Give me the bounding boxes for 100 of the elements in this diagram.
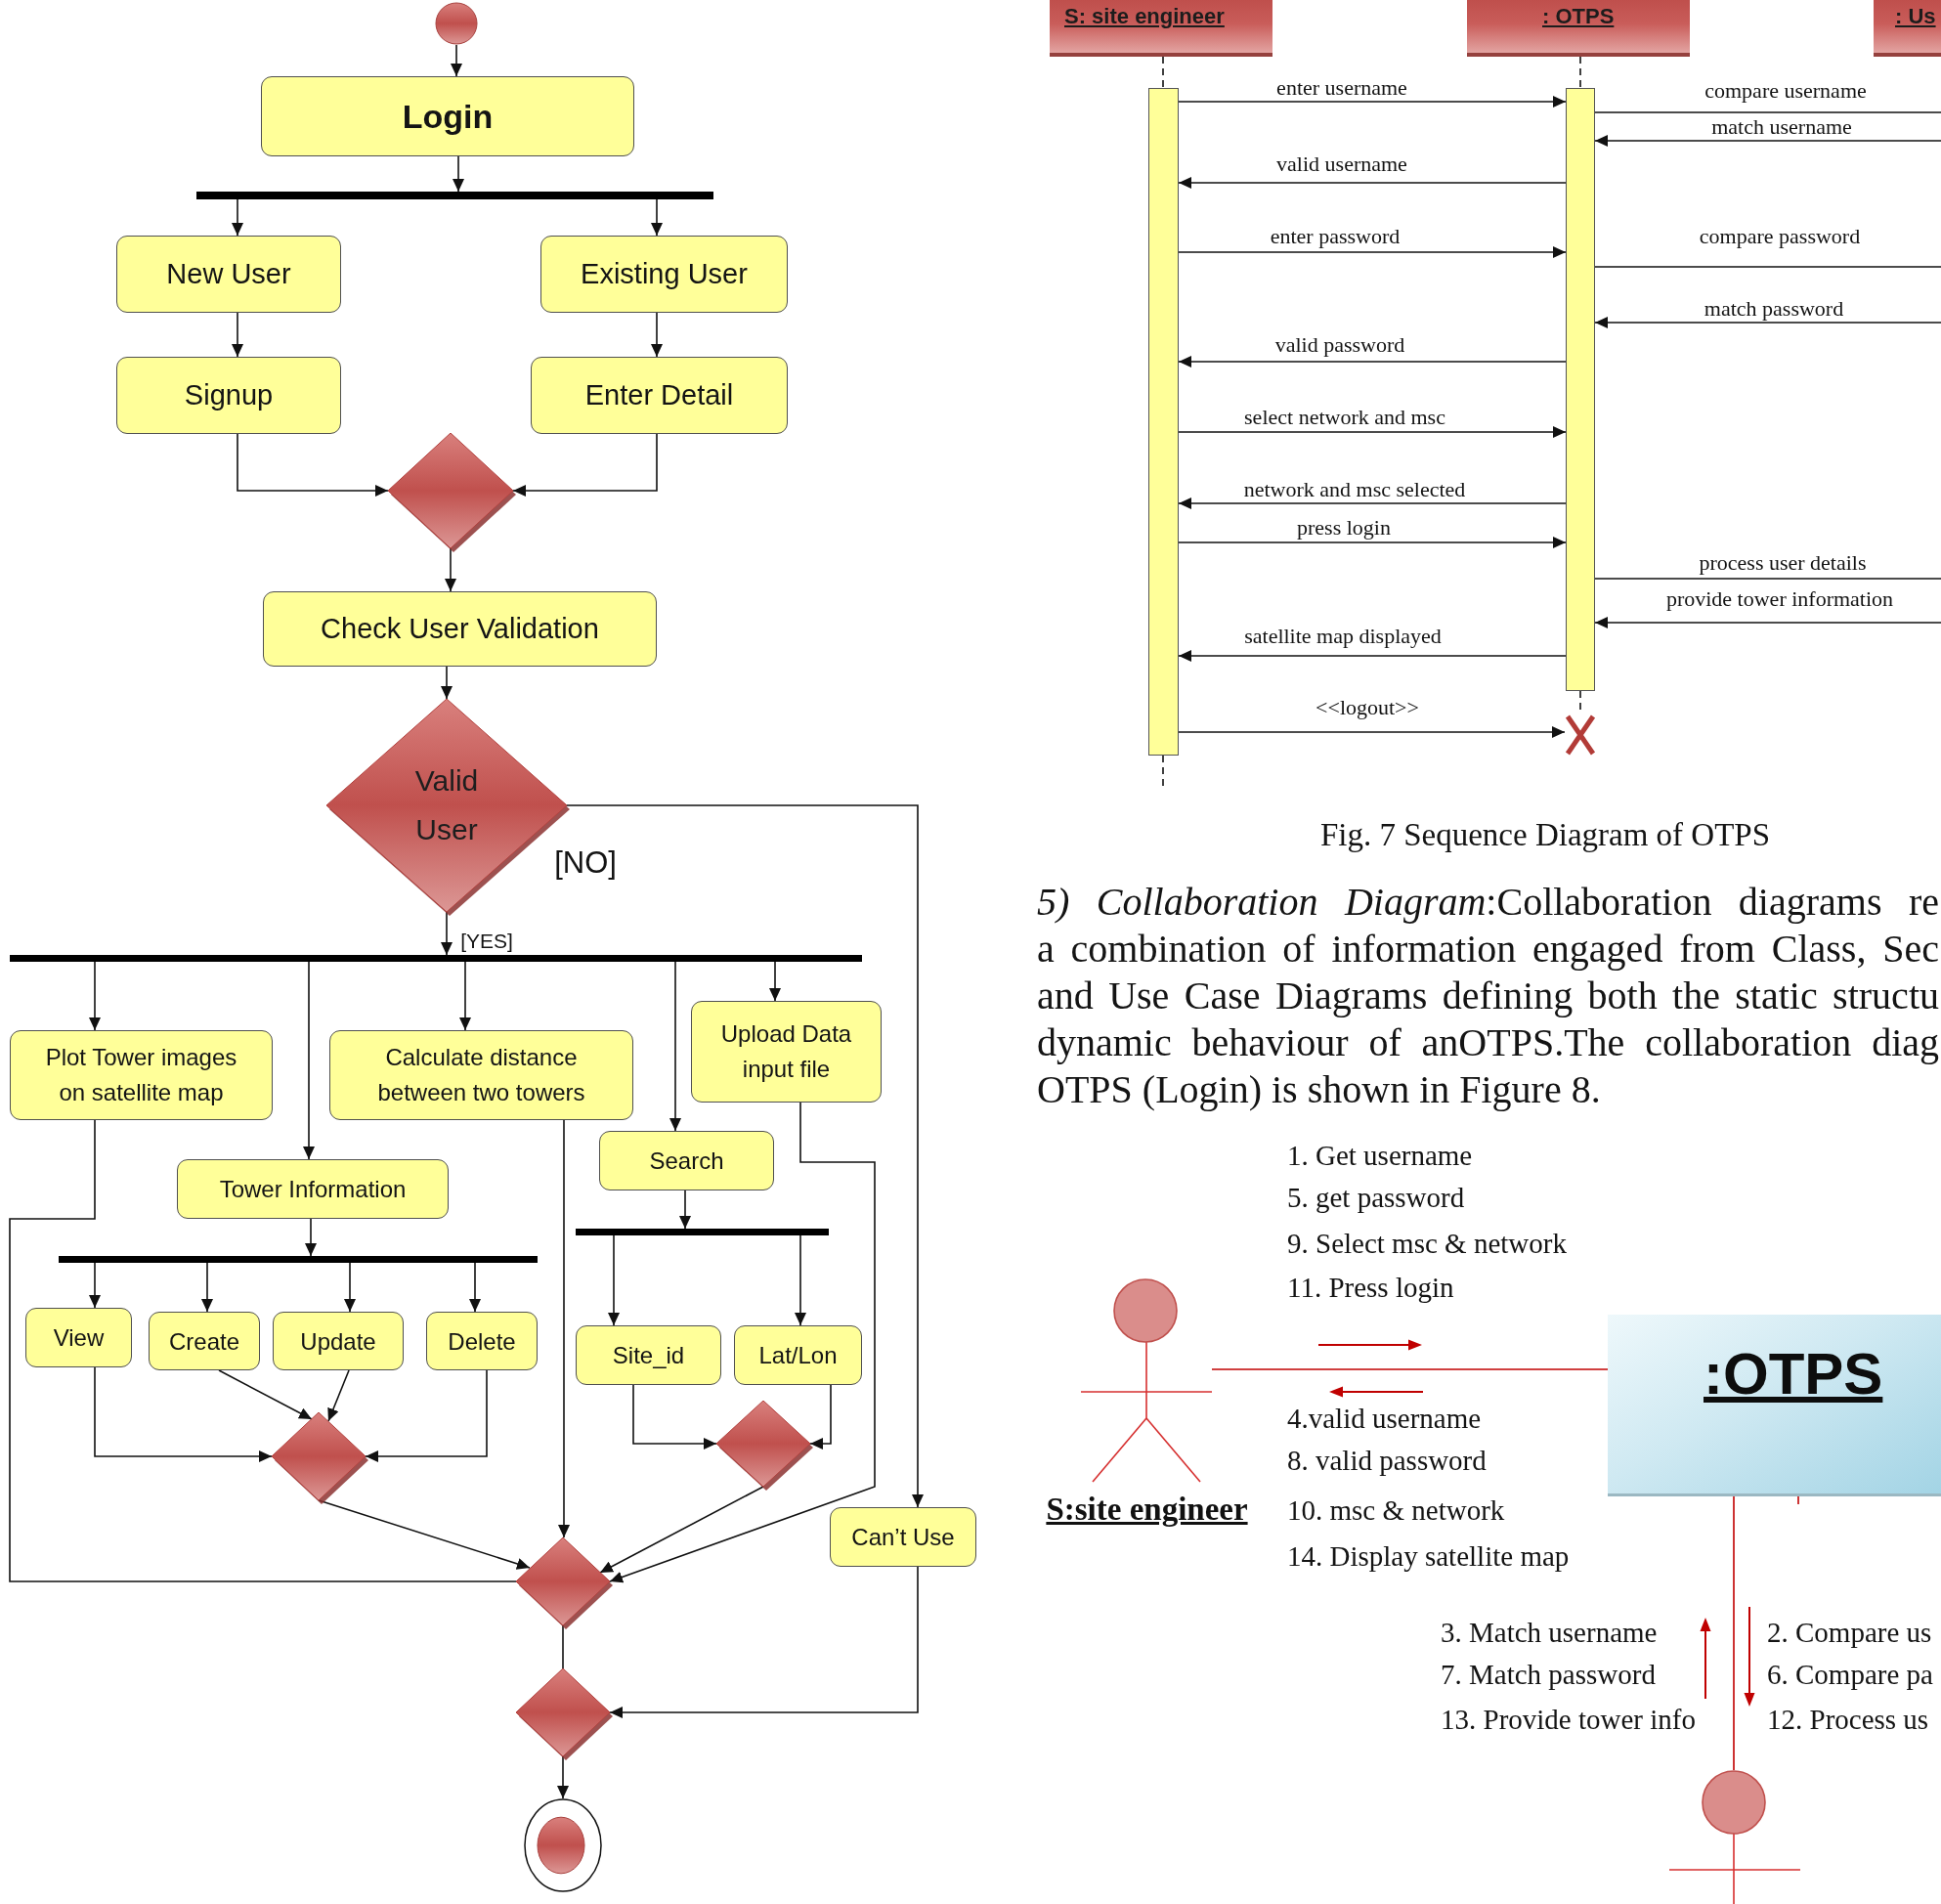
arrow (669, 961, 681, 1132)
end-node (524, 1798, 602, 1892)
message-arrow (1594, 135, 1941, 147)
arrow (365, 1369, 488, 1462)
message-line (1594, 266, 1941, 268)
arrow (303, 961, 315, 1160)
arrow (201, 1262, 213, 1313)
arrow (769, 961, 781, 1002)
message-label: 5. get password (1287, 1181, 1465, 1214)
message-label: 11. Press login (1287, 1271, 1454, 1304)
arrow (469, 1262, 481, 1313)
arrow (809, 1384, 832, 1450)
action-box: Tower Information (177, 1159, 449, 1219)
message-label: 3. Match username (1441, 1616, 1658, 1649)
arrow (608, 1234, 620, 1326)
action-box: Existing User (540, 236, 788, 313)
message-arrow (1178, 537, 1567, 548)
message-label: 10. msc & network (1287, 1493, 1505, 1527)
fork-bar (576, 1229, 829, 1235)
message-arrow (1178, 498, 1567, 509)
arrow (795, 1234, 806, 1326)
message-arrow (1178, 726, 1566, 738)
arrow (459, 961, 471, 1031)
action-box: New User (116, 236, 341, 313)
connector-line (562, 1624, 564, 1669)
arrow (232, 198, 243, 237)
message-arrow (1178, 356, 1567, 368)
link-line (1211, 1368, 1609, 1370)
message-label: 2. Compare us (1767, 1616, 1932, 1649)
fork-bar (59, 1256, 538, 1263)
arrow (327, 1369, 350, 1422)
action-box: Check User Validation (263, 591, 657, 667)
message-label: 6. Compare pa (1767, 1658, 1933, 1691)
arrow (453, 155, 464, 193)
arrow (651, 198, 663, 237)
merge-diamond (516, 1668, 614, 1760)
object-box: :OTPS (1608, 1315, 1941, 1496)
lifeline-head: S: site engineer (1050, 0, 1272, 57)
action-box: Search (599, 1131, 774, 1190)
arrow (89, 961, 101, 1031)
actor-figure (1669, 1770, 1800, 1904)
arrow (557, 1755, 569, 1799)
lifeline (1162, 56, 1164, 89)
message-label: 8. valid password (1287, 1444, 1487, 1477)
arrow (218, 1369, 313, 1420)
merge-diamond (388, 433, 517, 552)
message-arrow (1178, 246, 1567, 258)
action-box: Enter Detail (531, 357, 788, 434)
action-box: Create (149, 1312, 260, 1370)
arrow (451, 44, 462, 77)
message-line (1594, 111, 1941, 113)
message-arrow (1594, 617, 1941, 628)
arrow (89, 1262, 101, 1309)
arrow (558, 1119, 570, 1538)
message-label: 7. Match password (1441, 1658, 1656, 1691)
lifeline (1579, 56, 1581, 89)
arrow (344, 1262, 356, 1313)
arrow (441, 666, 453, 700)
paragraph: 5) Collaboration Diagram:Collaboration diagrams re a combination of information engaged from Class, Sec and Use Case Diagrams defining both the static structu dynamic behaviour of anOTPS.The collaboration diag OTPS (Login) is shown in Figure 8. (1037, 879, 1939, 1113)
link-line (1733, 1495, 1735, 1771)
lifeline-head: : Us (1874, 0, 1941, 57)
arrow (609, 1102, 876, 1583)
action-box: Lat/Lon (734, 1325, 862, 1385)
arrow (232, 312, 243, 358)
fork-bar (10, 955, 862, 962)
action-box: Delete (426, 1312, 538, 1370)
action-box: Signup (116, 357, 341, 434)
arrow (609, 1566, 919, 1718)
caption: Fig. 7 Sequence Diagram of OTPS (1319, 815, 1771, 854)
action-box: Plot Tower images on satellite map (10, 1030, 273, 1120)
arrow (632, 1384, 717, 1450)
message-label: 14. Display satellite map (1287, 1539, 1570, 1573)
arrow (237, 433, 389, 497)
action-box: Update (273, 1312, 404, 1370)
arrow (305, 1218, 317, 1257)
arrow (651, 312, 663, 358)
merge-diamond (272, 1412, 369, 1504)
arrow (512, 433, 658, 497)
message-arrow (1594, 317, 1941, 328)
message-label: 9. Select msc & network (1287, 1227, 1567, 1260)
arrow (599, 1486, 764, 1574)
arrow (94, 1366, 273, 1462)
merge-diamond (716, 1401, 814, 1491)
message-label: 12. Process us (1767, 1703, 1929, 1736)
connector-line (9, 1119, 517, 1582)
start-node (435, 2, 478, 45)
action-box: View (25, 1308, 132, 1367)
action-box: Login (261, 76, 634, 156)
action-box: Upload Data input file (691, 1001, 882, 1103)
action-box: Site_id (576, 1325, 721, 1385)
activation-bar (1148, 88, 1179, 756)
message-label: 1. Get username (1287, 1139, 1473, 1172)
arrow (566, 804, 924, 1508)
destroy-mark (1565, 714, 1596, 757)
message-arrow (1178, 426, 1567, 438)
message-arrow (1178, 177, 1567, 189)
lifeline-head: : OTPS (1467, 0, 1690, 57)
action-box: Calculate distance between two towers (329, 1030, 633, 1120)
actor-name: S:site engineer (1045, 1491, 1249, 1528)
fork-bar (196, 192, 713, 199)
